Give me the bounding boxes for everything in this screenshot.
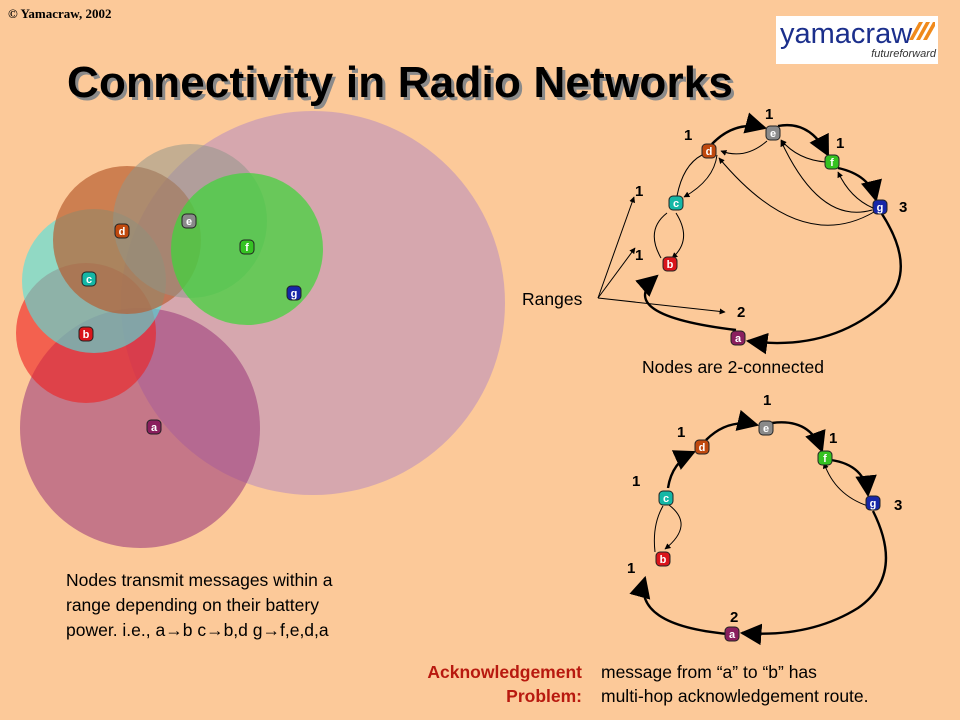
bottom-node-c: c: [658, 490, 674, 506]
logo-word: yamacraw: [780, 18, 913, 50]
node-label: g: [291, 288, 298, 300]
node-label: c: [86, 274, 92, 286]
acknowledgement-title: Acknowledgement Problem:: [427, 660, 582, 708]
bottom-range-label-f: 1: [829, 430, 837, 447]
top-node-g: g: [872, 199, 888, 215]
bottom-node-d: d: [694, 439, 710, 455]
bottom-node-a: a: [724, 626, 740, 642]
ranges-label: Ranges: [522, 289, 583, 309]
circles-node-e: e: [181, 213, 197, 229]
circles-node-a: a: [146, 419, 162, 435]
top-range-label-g: 3: [899, 199, 907, 216]
slide-title: Connectivity in Radio Networks: [67, 58, 734, 107]
node-label: b: [660, 554, 667, 566]
node-label: a: [151, 422, 158, 434]
circles-node-f: f: [239, 239, 255, 255]
description-line: range depending on their battery: [66, 595, 319, 615]
node-label: f: [830, 157, 834, 169]
ack-title-line: Acknowledgement: [427, 662, 582, 682]
bottom-range-label-e: 1: [763, 392, 771, 409]
node-label: a: [729, 629, 736, 641]
description-line: power. i.e., a→b c→b,d g→f,e,d,a: [66, 620, 329, 640]
bottom-node-g: g: [865, 495, 881, 511]
node-label: b: [83, 329, 90, 341]
node-label: e: [186, 216, 192, 228]
ack-title-line: Problem:: [506, 686, 582, 706]
top-node-a: a: [730, 330, 746, 346]
description-text: Nodes transmit messages within a range d…: [66, 568, 333, 643]
top-node-e: e: [765, 125, 781, 141]
node-label: f: [245, 242, 249, 254]
top-node-d: d: [701, 143, 717, 159]
node-label: f: [823, 453, 827, 465]
node-label: g: [877, 202, 884, 214]
top-range-label-c: 1: [635, 183, 643, 200]
top-node-f: f: [824, 154, 840, 170]
bottom-node-f: f: [817, 450, 833, 466]
bottom-range-label-b: 1: [627, 560, 635, 577]
bottom-range-label-c: 1: [632, 473, 640, 490]
node-label: c: [673, 198, 679, 210]
acknowledgement-text: message from “a” to “b” has multi-hop ac…: [601, 660, 869, 708]
copyright-notice: © Yamacraw, 2002: [8, 6, 112, 21]
node-label: d: [699, 442, 706, 454]
yamacraw-logo: yamacraw futureforward: [776, 16, 938, 64]
node-label: e: [770, 128, 776, 140]
ack-text-line: message from “a” to “b” has: [601, 662, 817, 682]
node-label: g: [870, 498, 877, 510]
circles-node-c: c: [81, 271, 97, 287]
bottom-node-b: b: [655, 551, 671, 567]
circles-node-d: d: [114, 223, 130, 239]
range-circles: [16, 111, 505, 548]
node-label: d: [706, 146, 713, 158]
top-node-b: b: [662, 256, 678, 272]
top-diagram-edges: [597, 112, 902, 355]
logo-tagline: futureforward: [871, 48, 936, 60]
node-markers: a b c d e f g a b c d e f g a b c d e f g: [78, 125, 888, 642]
logo-stripes-icon: [909, 22, 935, 40]
bottom-range-label-g: 3: [894, 497, 902, 514]
top-range-label-f: 1: [836, 135, 844, 152]
top-range-label-e: 1: [765, 106, 773, 123]
top-range-labels: 1 1 1 1 3 1 2: [635, 106, 907, 321]
node-label: c: [663, 493, 669, 505]
bottom-range-label-d: 1: [677, 424, 685, 441]
circles-node-g: g: [286, 285, 302, 301]
circles-node-b: b: [78, 326, 94, 342]
ack-text-line: multi-hop acknowledgement route.: [601, 686, 869, 706]
bottom-range-labels: 1 1 1 1 3 1 2: [627, 392, 902, 626]
node-label: e: [763, 423, 769, 435]
connectivity-caption: Nodes are 2-connected: [642, 357, 824, 377]
bottom-node-e: e: [758, 420, 774, 436]
top-range-label-b: 1: [635, 247, 643, 264]
node-label: d: [119, 226, 126, 238]
node-label: a: [735, 333, 742, 345]
top-range-label-d: 1: [684, 127, 692, 144]
node-label: b: [667, 259, 674, 271]
description-line: Nodes transmit messages within a: [66, 570, 333, 590]
bottom-range-label-a: 2: [730, 609, 738, 626]
top-range-label-a: 2: [737, 304, 745, 321]
bottom-diagram-edges: [629, 409, 888, 646]
top-node-c: c: [668, 195, 684, 211]
